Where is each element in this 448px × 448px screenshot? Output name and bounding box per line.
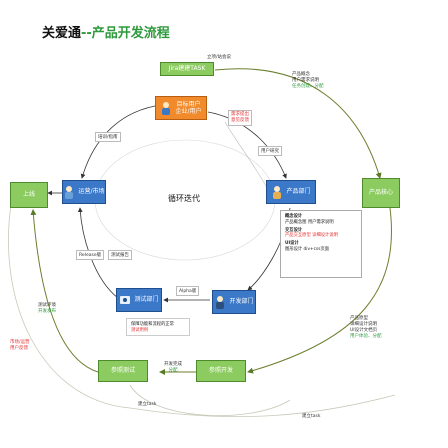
feedback-loop-line	[8, 197, 396, 418]
concept-body: 产品概念图 用户需求说明	[285, 219, 334, 225]
research-line	[224, 121, 269, 191]
launch-label: 上线	[22, 191, 35, 199]
user-research-tag: 用户研究	[258, 146, 282, 156]
test-report-tag: 测试报告	[108, 250, 132, 260]
ops-market-node: 运营/市场	[62, 180, 106, 204]
market-feedback-line-1: 市场/运营	[10, 340, 30, 345]
market-feedback-line-2: 用户反馈	[10, 346, 28, 352]
product-dept-label: 产品部门	[286, 188, 311, 196]
worker-icon	[271, 185, 283, 199]
core-note-line-1: 产品概念	[292, 72, 310, 77]
interaction-body: 产品交互原型 详细设计说明	[285, 233, 338, 239]
ui-title: UI设计	[285, 241, 299, 247]
spec-line-1: 产品原型	[350, 316, 368, 321]
product-core-label: 产品核心	[368, 189, 393, 197]
ops-market-label: 运营/市场	[78, 188, 105, 196]
demand-line-2: 意见反馈	[231, 118, 249, 124]
core-note: 产品概念 用户需求说明 任务创建、分配	[292, 72, 324, 90]
jira-label: Jira建建TASK	[168, 65, 206, 73]
user-icon	[160, 101, 172, 115]
market-feedback-label: 市场/运营 用户反馈	[10, 340, 30, 352]
make-task-left-label: 建立task	[138, 402, 157, 407]
qa-note-line-1: 保障功能和流程的正常	[131, 322, 174, 327]
launch-node: 上线	[10, 182, 48, 208]
test-dept-label: 测试部门	[134, 296, 159, 304]
test-work-label: 参照测试	[110, 367, 135, 375]
person-icon	[63, 185, 75, 199]
spec-line-4: 用户体验、分配	[350, 334, 382, 340]
core-to-dev-arrow	[247, 207, 392, 374]
core-note-line-3: 任务创建、分配	[292, 84, 324, 90]
dev-dept-node: 开发部门	[212, 290, 256, 314]
dev-finish-line-1: 开发完成	[164, 362, 182, 367]
title-sub: --产品开发流程	[81, 26, 170, 41]
title-main: 关爱通	[42, 26, 82, 41]
test-result-line-2: 开发发布	[38, 309, 56, 315]
dev-finish-line-2: 分配	[168, 368, 178, 374]
spec-line-2: 详细设计说明	[350, 322, 377, 328]
qa-note-line-2: 测试用例	[131, 327, 149, 333]
developer-icon	[214, 295, 226, 309]
test-dept-node: 测试部门	[116, 288, 162, 312]
concept-title: 概念设计	[285, 214, 303, 219]
dev-work-label: 参照开发	[208, 367, 233, 375]
jira-node: Jira建建TASK	[160, 62, 214, 76]
product-dept-node: 产品部门	[266, 180, 316, 204]
jira-to-core-arrow	[214, 68, 382, 179]
design-note: 概念设计 产品概念图 用户需求说明 交互设计 产品交互原型 详细设计说明 UI设…	[280, 210, 362, 278]
target-to-product-arrow	[207, 111, 287, 179]
interaction-title: 交互设计	[285, 227, 303, 233]
dev-dept-label: 开发部门	[229, 298, 254, 306]
release-tag: Release版	[76, 250, 105, 260]
task-loop-line	[129, 384, 291, 417]
test-result-line-1: 测试环境	[38, 303, 56, 308]
target-to-ops-arrow	[80, 105, 156, 179]
demand-feedback-tag: 需求提出 意见反馈	[228, 110, 252, 127]
tester-icon	[119, 293, 131, 307]
training-tag: 培训/指南	[95, 132, 121, 142]
product-core-node: 产品核心	[362, 178, 400, 208]
target-user-node: 目标用户 企业/用户	[155, 96, 207, 120]
target-user-label: 目标用户 企业/用户	[175, 100, 202, 115]
test-result-label: 测试环境 开发发布	[38, 303, 56, 315]
spec-note: 产品原型 详细设计说明 UI设计文档页 用户体验、分配	[350, 316, 382, 340]
test-work-node: 参照测试	[98, 360, 148, 382]
spec-line-3: UI设计文档页	[350, 328, 378, 334]
core-note-line-2: 用户需求说明	[292, 78, 319, 84]
iteration-label: 循环迭代	[168, 194, 200, 203]
test-to-launch-arrow	[30, 209, 99, 373]
dev-finish-label: 开发完成 分配	[164, 362, 182, 374]
page-title: 关爱通--产品开发流程	[42, 22, 170, 41]
jira-note: 立项/站会说	[207, 55, 232, 60]
dev-work-node: 参照开发	[196, 360, 246, 382]
ui-body: 图形设计 div+css页面	[285, 246, 330, 252]
demand-line-1: 需求提出	[231, 112, 249, 117]
make-task-right-label: 建立task	[302, 414, 321, 419]
alpha-tag: Alpha版	[176, 286, 200, 296]
qa-note: 保障功能和流程的正常 测试用例	[126, 318, 190, 336]
